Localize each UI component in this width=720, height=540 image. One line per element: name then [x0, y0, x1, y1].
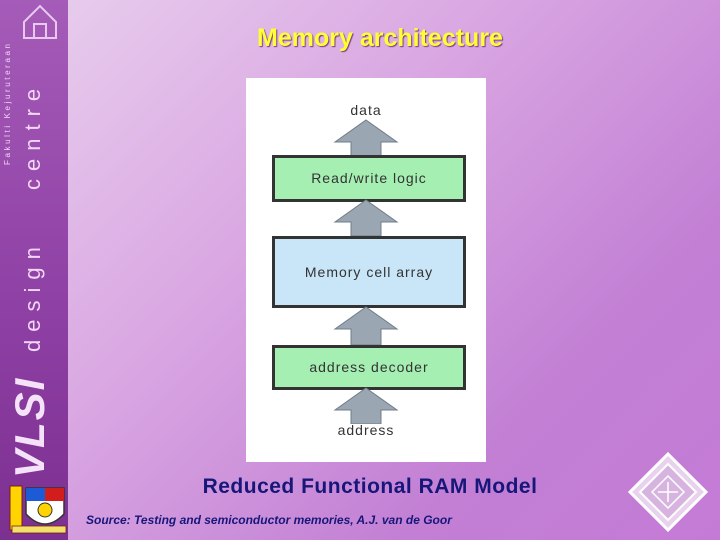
memory-cell-array-block: Memory cell array — [272, 236, 466, 308]
diamond-logo-icon — [628, 452, 708, 532]
up-arrow-icon — [333, 119, 399, 156]
university-emblem-icon — [9, 485, 67, 534]
up-arrow-icon — [333, 306, 399, 345]
sidebar-vlsi-logo-text: VLSI — [6, 376, 53, 478]
building-outline-icon — [23, 4, 57, 39]
sidebar-branding: Fakulti Kejuruteraan centre design VLSI — [0, 0, 68, 540]
address-label: address — [337, 422, 395, 438]
data-label: data — [350, 102, 382, 118]
ram-model-diagram: data Read/write logic Memory cell array … — [246, 78, 486, 462]
slide-subtitle: Reduced Functional RAM Model — [202, 475, 538, 498]
up-arrow-icon — [333, 199, 399, 236]
read-write-logic-block: Read/write logic — [272, 155, 466, 202]
up-arrow-icon — [333, 387, 399, 424]
slide-title: Memory architecture — [257, 24, 503, 52]
sidebar-centre-text: centre — [20, 80, 45, 190]
sidebar-design-text: design — [20, 239, 45, 352]
sidebar-faculty-text: Fakulti Kejuruteraan — [3, 41, 12, 165]
address-decoder-block: address decoder — [272, 345, 466, 390]
source-citation: Source: Testing and semiconductor memori… — [86, 513, 452, 527]
